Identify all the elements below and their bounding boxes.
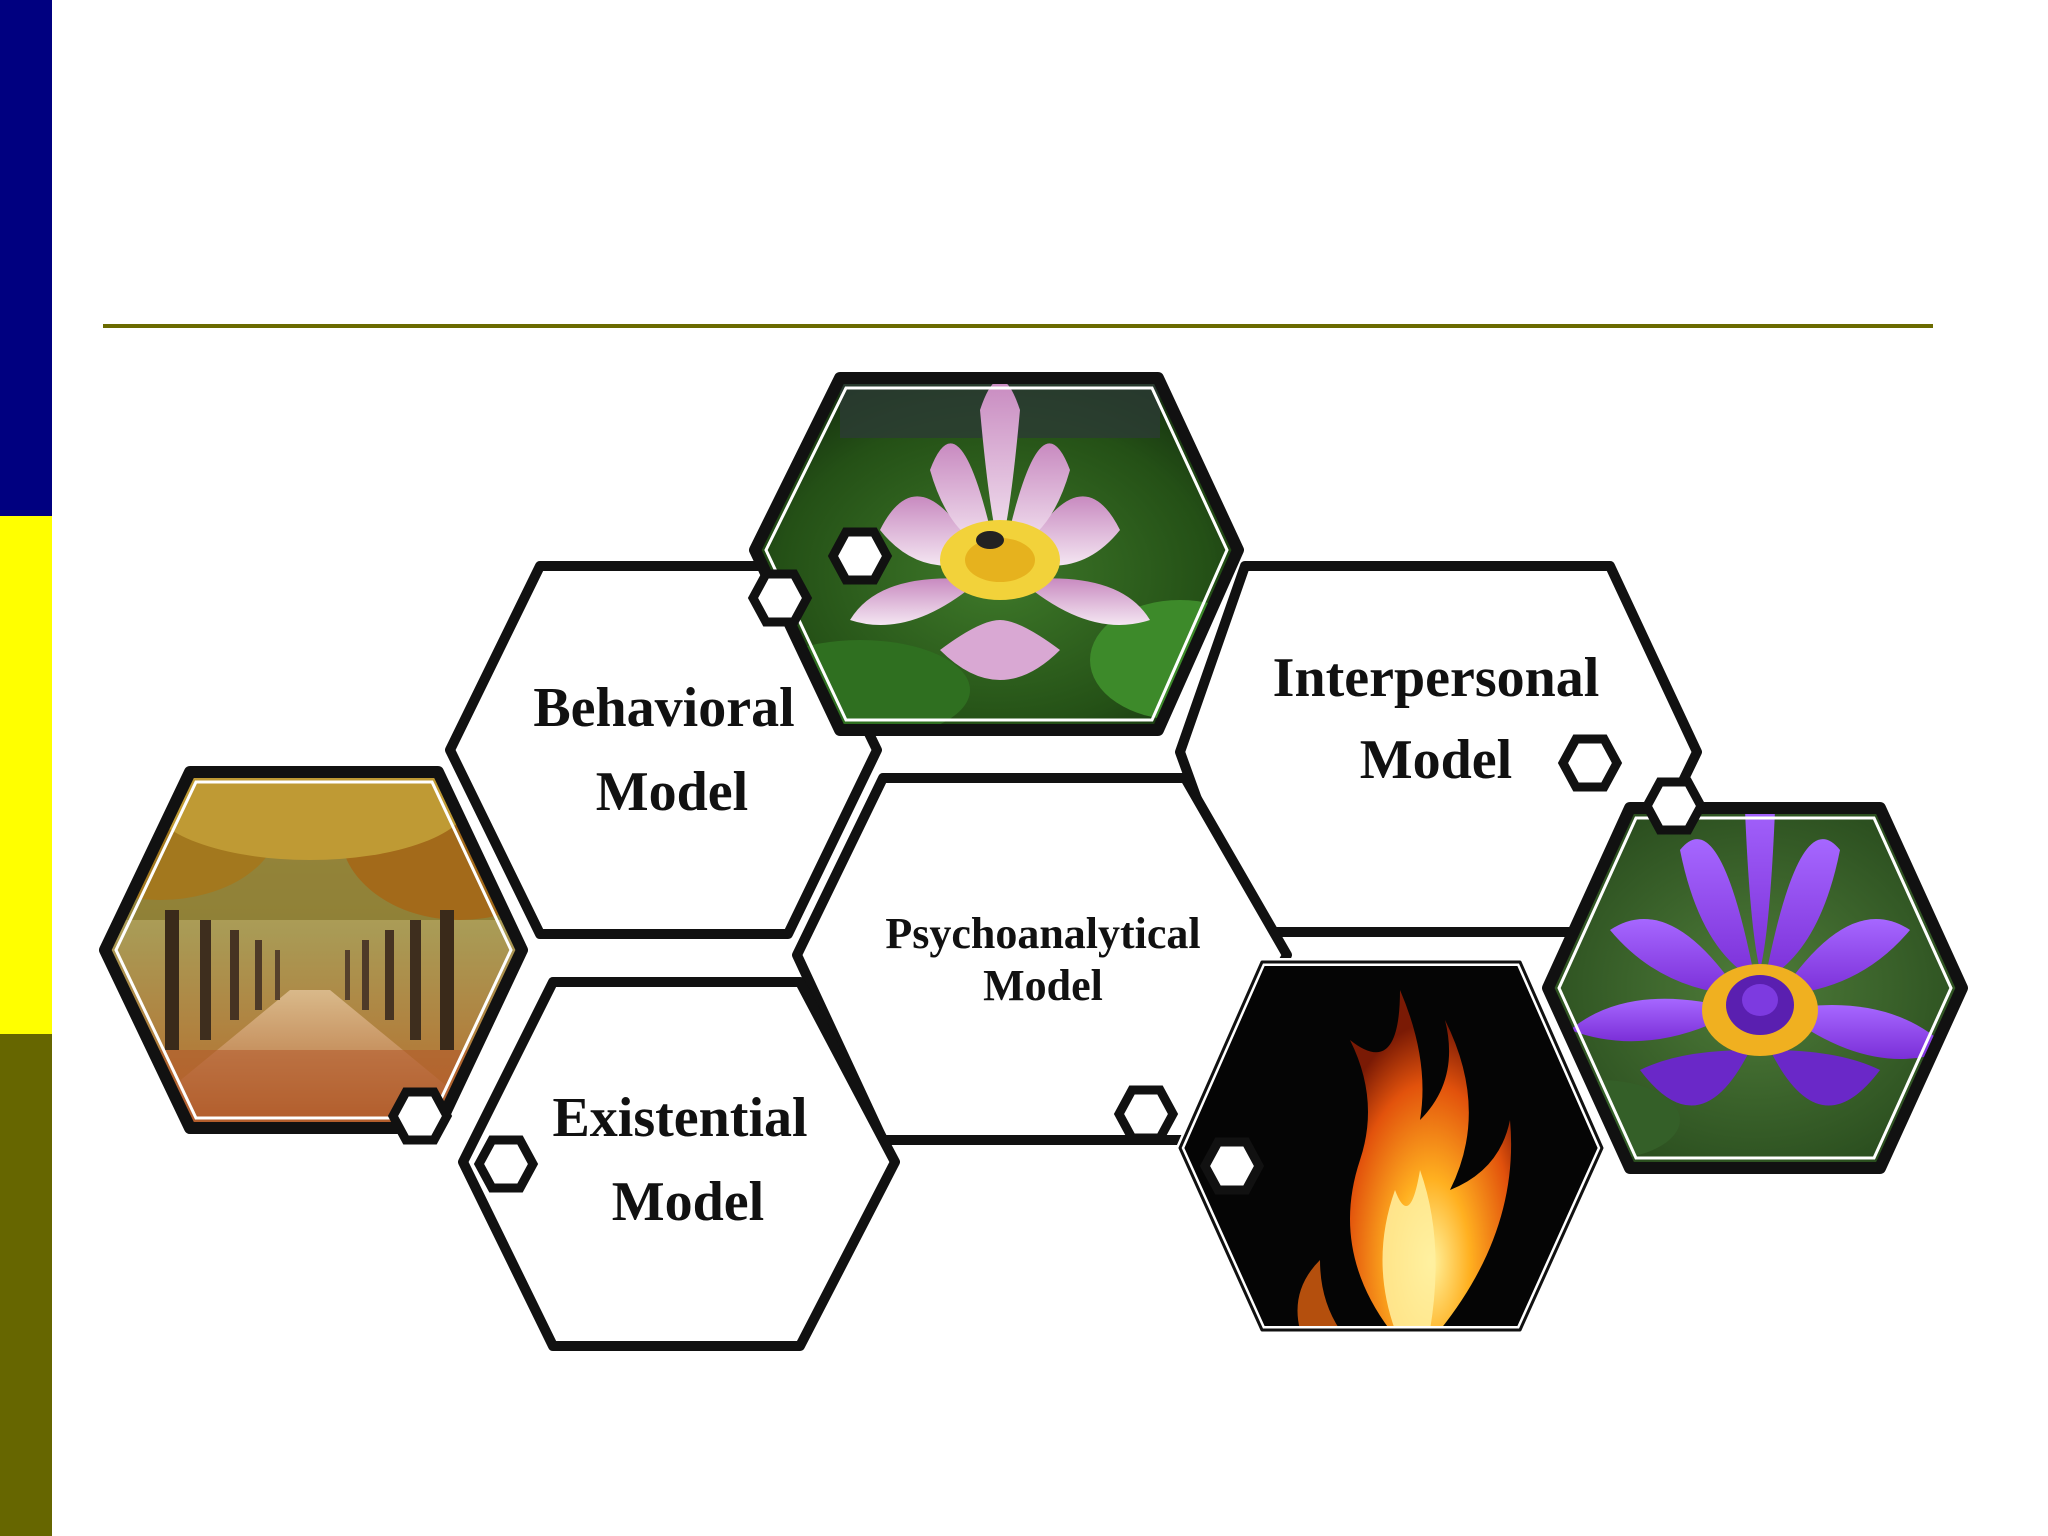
psychoanalytical-label-line2: Model — [983, 961, 1103, 1010]
hexagon-marker-icon — [1119, 1090, 1173, 1138]
existential-label-line2: Model — [612, 1171, 764, 1233]
hexagon-marker-icon — [1647, 782, 1701, 830]
interpersonal-label-line2: Model — [1360, 729, 1512, 791]
existential-label-line1: Existential — [552, 1087, 807, 1149]
interpersonal-label-line1: Interpersonal — [1273, 647, 1600, 709]
behavioral-label-line2: Model — [596, 761, 748, 823]
hexagon-marker-icon — [753, 574, 807, 622]
hexagon-marker-icon — [479, 1140, 533, 1188]
pink-lotus-image-hex — [740, 370, 1270, 740]
hexagon-marker-icon — [393, 1092, 447, 1140]
hexagon-marker-icon — [1205, 1142, 1259, 1190]
psychoanalytical-label-line1: Psychoanalytical — [885, 909, 1200, 958]
behavioral-label-line1: Behavioral — [533, 677, 794, 739]
hexagon-marker-icon — [833, 532, 887, 580]
hexagon-marker-icon — [1563, 739, 1617, 787]
